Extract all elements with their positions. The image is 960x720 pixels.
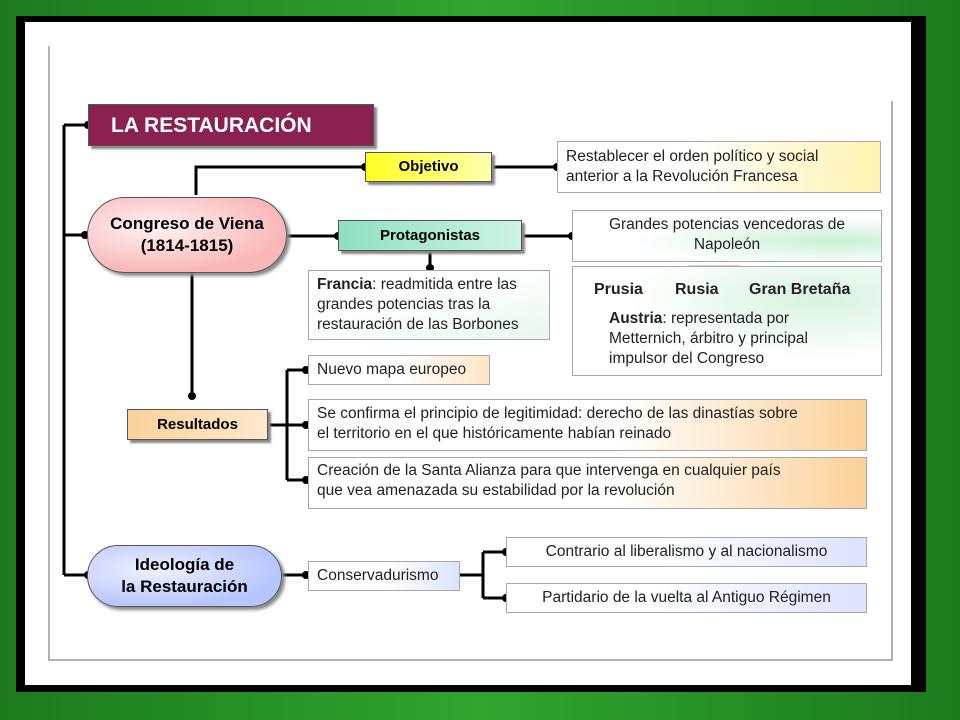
country-rusia: Rusia [675, 281, 719, 298]
resultado-1-line1: Nuevo mapa europeo [317, 361, 467, 378]
francia-line1: : readmitida entre las [372, 276, 517, 293]
congreso-node: Congreso de Viena (1814-1815) [87, 197, 287, 273]
austria-line1: : representada por [662, 310, 790, 327]
austria-line2: Metternich, árbitro y principal [609, 330, 808, 347]
congreso-line1: Congreso de Viena [110, 214, 264, 233]
ideologia-node: Ideología de la Restauración [87, 545, 282, 607]
objetivo-line1: Restablecer el orden político y social [566, 148, 819, 165]
congreso-line2: (1814-1815) [140, 236, 234, 255]
resultado-2-line2: el territorio en el que históricamente h… [317, 425, 672, 442]
countries-box: Prusia Rusia Gran Bretaña Austria: repre… [572, 266, 882, 376]
page-title: LA RESTAURACIÓN [111, 114, 312, 137]
resultado-3-line2: que vea amenazada su estabilidad por la … [317, 482, 675, 499]
francia-box: Francia: readmitida entre las grandes po… [308, 270, 550, 340]
resultado-3-line1: Creación de la Santa Alianza para que in… [317, 462, 781, 479]
resultado-item-3: Creación de la Santa Alianza para que in… [308, 457, 867, 509]
conservadurismo-text: Conservadurismo [317, 567, 439, 584]
potencias-text: Grandes potencias vencedoras de Napoleón [572, 210, 882, 262]
austria-name: Austria [609, 310, 663, 327]
ideologia-item-1: Contrario al liberalismo y al nacionalis… [506, 537, 867, 567]
resultados-label: Resultados [127, 409, 268, 440]
objetivo-line2: anterior a la Revolución Francesa [566, 168, 798, 185]
country-prusia: Prusia [594, 281, 643, 298]
country-gran-bretana: Gran Bretaña [749, 281, 851, 298]
conservadurismo-box: Conservadurismo [308, 561, 460, 591]
ideologia-item-1-text: Contrario al liberalismo y al nacionalis… [545, 543, 828, 560]
title-box: LA RESTAURACIÓN [88, 104, 374, 146]
protagonistas-label: Protagonistas [338, 220, 522, 251]
ideologia-line2: la Restauración [121, 577, 248, 596]
objetivo-label: Objetivo [365, 152, 492, 182]
potencias-line1: Grandes potencias vencedoras de [608, 216, 846, 233]
ideologia-item-2: Partidario de la vuelta al Antiguo Régim… [506, 583, 867, 613]
resultado-item-2: Se confirma el principio de legitimidad:… [308, 399, 867, 451]
objetivo-text: Restablecer el orden político y social a… [557, 141, 881, 193]
resultado-item-1: Nuevo mapa europeo [308, 355, 490, 385]
resultado-2-line1: Se confirma el principio de legitimidad:… [317, 405, 798, 422]
austria-line3: impulsor del Congreso [609, 350, 765, 367]
ideologia-item-2-text: Partidario de la vuelta al Antiguo Régim… [542, 589, 831, 606]
austria-text: Austria: representada por Metternich, ár… [609, 309, 869, 369]
potencias-line2: Napoleón [693, 236, 761, 253]
francia-line3: restauración de las Borbones [317, 316, 519, 333]
francia-name: Francia [317, 276, 373, 293]
francia-line2: grandes potencias tras la [317, 296, 491, 313]
ideologia-line1: Ideología de [134, 555, 235, 574]
